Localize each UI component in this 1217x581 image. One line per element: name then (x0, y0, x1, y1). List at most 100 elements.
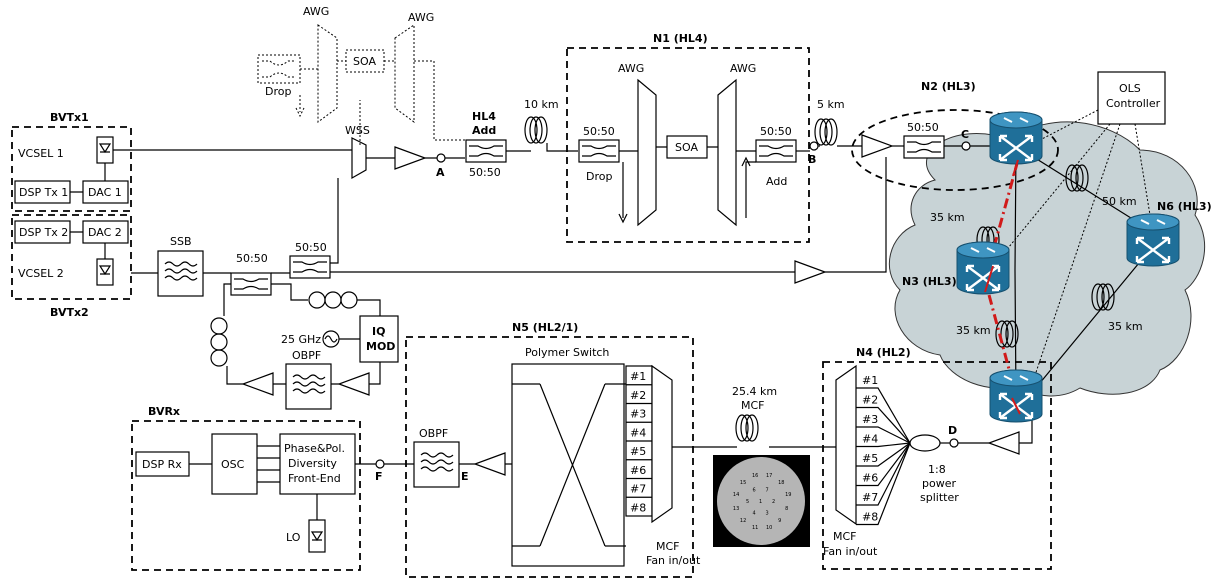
point-b: B (808, 153, 816, 166)
n4-port-label: #7 (862, 491, 878, 504)
mcf-core: 5 (746, 499, 749, 505)
drop-dotted-label: Drop (265, 85, 291, 98)
mcf-core: 2 (772, 499, 775, 505)
ols-label-2: Controller (1106, 97, 1161, 110)
bvtx1-title: BVTx1 (50, 111, 89, 124)
dac2-label: DAC 2 (88, 226, 122, 239)
lo-label: LO (286, 531, 301, 544)
obpf-rx-box (414, 442, 459, 487)
point-f: F (375, 470, 383, 483)
router-n2-icon (990, 112, 1042, 164)
router-n3-icon (957, 242, 1009, 294)
n6-title: N6 (HL3) (1157, 200, 1212, 213)
obpf-tx-box (286, 364, 331, 409)
fiber-35km-b: 35 km (956, 324, 991, 337)
mcf-length: 25.4 km (732, 385, 777, 398)
osc-label: OSC (221, 458, 245, 471)
dsp-tx2-label: DSP Tx 2 (19, 226, 68, 239)
ssb-box (158, 251, 203, 296)
mcf-core: 8 (785, 506, 788, 512)
n5-title: N5 (HL2/1) (512, 321, 578, 334)
n1-awg-right (718, 80, 736, 225)
wss-label: WSS (345, 124, 370, 137)
n4-port-label: #8 (862, 511, 878, 524)
n5-port-label: #4 (630, 426, 646, 439)
n1-add-splitter: 50:50 (760, 125, 792, 138)
mcf-core: 14 (733, 492, 739, 498)
splitter-word-1: power (922, 477, 956, 490)
n4-port-label: #1 (862, 374, 878, 387)
n1-soa-label: SOA (675, 141, 698, 154)
point-d: D (948, 424, 957, 437)
n5-port-label: #2 (630, 389, 646, 402)
n2-splitter: 50:50 (907, 121, 939, 134)
n4-port-label: #5 (862, 452, 878, 465)
mcf-core: 7 (766, 488, 769, 494)
mcf-fan-n5-2: Fan in/out (646, 554, 701, 567)
vcsel2-box (97, 259, 113, 285)
mcf-fan-n4 (836, 366, 856, 524)
mcf-core: 18 (778, 480, 784, 486)
point-c: C (961, 128, 969, 141)
iq-mod-label-1: IQ (372, 325, 385, 338)
n5-port-label: #6 (630, 464, 646, 477)
n5-port-label: #7 (630, 483, 646, 496)
n1-awg-left (638, 80, 656, 225)
frontend-label-3: Front-End (288, 472, 341, 485)
point-e: E (461, 470, 469, 483)
iq-mod-label-2: MOD (366, 340, 395, 353)
mcf-core: 13 (733, 506, 739, 512)
vcsel1-box (97, 137, 113, 163)
n3-title: N3 (HL3) (902, 275, 957, 288)
lo-box (309, 520, 325, 552)
n4-port-label: #2 (862, 394, 878, 407)
n4-port-label: #6 (862, 472, 878, 485)
fiber-50km: 50 km (1102, 195, 1137, 208)
iq-mod-box (360, 316, 398, 362)
hl4-add-title-1: HL4 (472, 110, 496, 123)
polymer-switch-box (512, 364, 624, 566)
mcf-core: 17 (766, 473, 772, 479)
power-splitter-icon (910, 435, 940, 451)
n1-awg-right-label: AWG (730, 62, 756, 75)
obpf-rx-label: OBPF (419, 427, 448, 440)
fiber-10km: 10 km (524, 98, 559, 111)
hl4-add-title-2: Add (472, 124, 496, 137)
mcf-core: 6 (753, 488, 756, 494)
n2-title: N2 (HL3) (921, 80, 976, 93)
polymer-switch-label: Polymer Switch (525, 346, 609, 359)
n4-port-label: #3 (862, 413, 878, 426)
mcf-core: 4 (753, 510, 756, 516)
dac1-label: DAC 1 (88, 186, 122, 199)
n4-title: N4 (HL2) (856, 346, 911, 359)
fiber-5km: 5 km (817, 98, 845, 111)
mcf-core: 10 (766, 525, 772, 531)
fiber-35km-a: 35 km (930, 211, 965, 224)
router-n4-icon (990, 370, 1042, 422)
n1-add-label: Add (766, 175, 787, 188)
hl4-splitter-label: 50:50 (469, 166, 501, 179)
mcf-core: 11 (752, 525, 758, 531)
splitter-ratio: 1:8 (928, 463, 946, 476)
wss-block (352, 138, 366, 178)
point-a: A (436, 166, 445, 179)
n5-port-label: #3 (630, 408, 646, 421)
mcf-label: MCF (741, 399, 765, 412)
router-n6-icon (1127, 214, 1179, 266)
ssb-label: SSB (170, 235, 192, 248)
bvtx2-title: BVTx2 (50, 306, 89, 319)
vcsel2-label: VCSEL 2 (18, 267, 64, 280)
frontend-label-1: Phase&Pol. (284, 442, 345, 455)
soa-dotted-label: SOA (353, 55, 376, 68)
mcf-core: 9 (778, 518, 781, 524)
mcf-fan-n5 (652, 366, 672, 522)
n4-port-label: #4 (862, 433, 878, 446)
splitter-word-2: splitter (920, 491, 959, 504)
obpf-tx-label: OBPF (292, 349, 321, 362)
ssb-splitter-1: 50:50 (236, 252, 268, 265)
mcf-core: 15 (740, 480, 746, 486)
mcf-core: 16 (752, 473, 758, 479)
ols-label-1: OLS (1119, 82, 1141, 95)
ssb-splitter-2: 50:50 (295, 241, 327, 254)
awg-dotted-right: AWG (408, 11, 434, 24)
